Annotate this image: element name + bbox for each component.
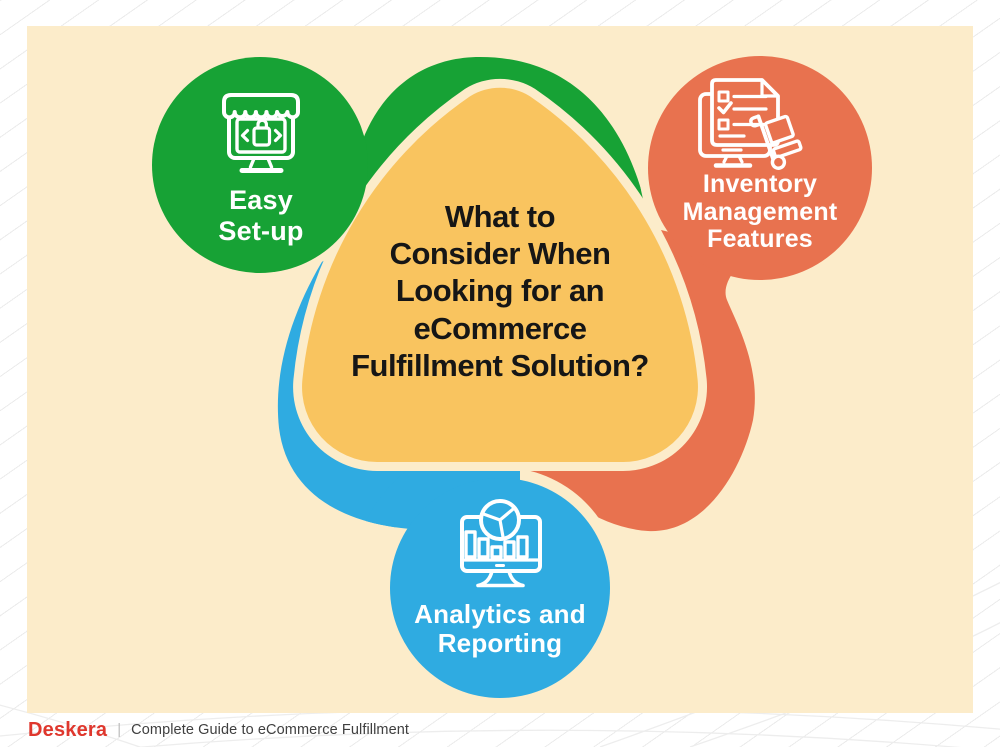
truck-platform [771,139,803,160]
truck-rail [756,114,775,161]
chevron-left-icon [240,128,250,143]
pie-chart-slices [480,506,517,541]
footer-tagline: Complete Guide to eCommerce Fulfillment [131,722,410,738]
chevron-right-icon [273,128,283,143]
box-icon [763,114,795,145]
analytics-dashboard-icon [460,499,542,588]
monitor-stand [476,569,525,588]
brand-logo: Deskera [28,718,108,741]
footer-separator: | [117,720,122,738]
node-circle-inventory [648,56,872,280]
node-circle-easy-setup [152,57,368,273]
bag-handle [256,118,268,130]
monitor-stand [248,156,274,169]
node-label-analytics: Analytics and Reporting [414,599,586,659]
node-circle-analytics [390,478,610,698]
truck-handle [749,114,763,128]
awning-icon [222,93,300,120]
band-inventory [527,230,755,532]
band-easy-setup [352,57,644,200]
node-label-easy-setup: Easy Set-up [218,185,304,247]
footer: Deskera | Complete Guide to eCommerce Fu… [28,713,1000,747]
hand-truck-icon [749,114,803,170]
bar-chart-bar [516,535,529,559]
bar-chart-bar [477,537,490,559]
checkmark-icon [717,101,733,115]
shopping-bag-icon [252,126,272,147]
bar-chart-bar [464,530,477,559]
storefront-monitor-icon [222,93,300,173]
inventory-checklist-icon [698,78,803,170]
bar-chart-bar [490,545,503,559]
truck-wheel [770,154,787,170]
monitor-stand [722,154,744,164]
checkbox-icon [717,90,730,103]
bar-chart-bar [503,540,516,559]
center-question-title: What to Consider When Looking for an eCo… [351,199,649,383]
center-triangle [302,87,698,462]
checkbox-icon [717,118,730,131]
node-label-inventory: Inventory Management Features [682,170,838,253]
